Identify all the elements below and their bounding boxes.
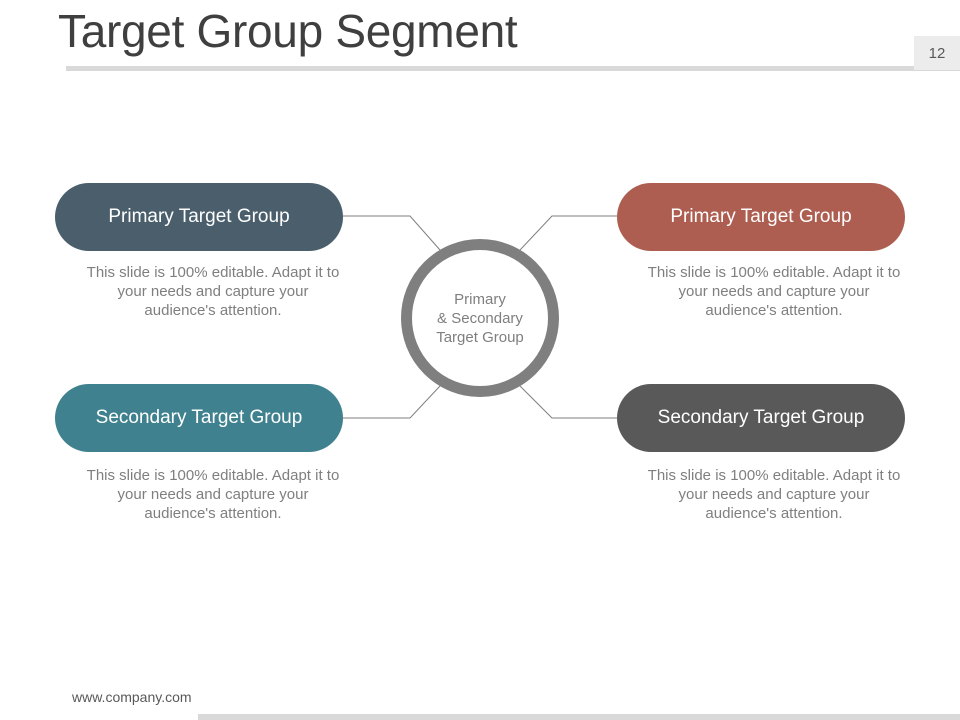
footer-url: www.company.com [72,689,192,705]
connector-bottom-right [519,385,617,419]
title-underline [66,66,960,71]
center-label-line-1: Primary [454,290,506,308]
group-pill-top-right: Primary Target Group [617,183,905,251]
center-label-line-2: & Secondary [437,309,523,327]
center-label-line-3: Target Group [436,328,524,346]
footer-rule [198,714,960,720]
group-pill-top-left: Primary Target Group [55,183,343,251]
page-number-badge: 12 [914,36,960,70]
center-ring: Primary & Secondary Target Group [401,239,559,397]
slide-title: Target Group Segment [58,5,518,57]
center-label: Primary & Secondary Target Group [425,290,535,347]
group-description-bottom-right: This slide is 100% editable. Adapt it to… [647,467,901,522]
connector-top-left [343,215,441,251]
group-description-top-left: This slide is 100% editable. Adapt it to… [86,264,340,319]
group-description-top-right: This slide is 100% editable. Adapt it to… [647,264,901,319]
group-description-bottom-left: This slide is 100% editable. Adapt it to… [86,467,340,522]
group-pill-bottom-right: Secondary Target Group [617,384,905,452]
group-pill-bottom-left: Secondary Target Group [55,384,343,452]
connector-bottom-left [343,385,441,419]
connector-top-right [519,215,617,251]
